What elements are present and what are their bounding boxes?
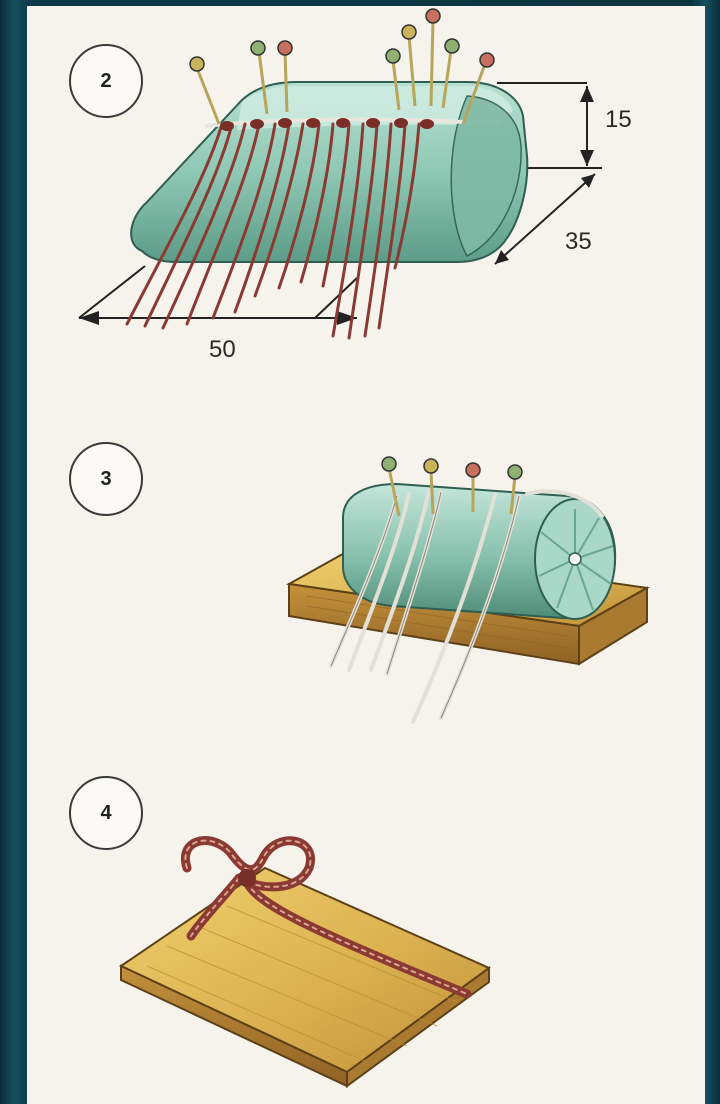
illustration-sheet: 2 3 4 15 35 50 [27, 6, 705, 1104]
step-number-badge: 3 [69, 442, 143, 516]
step-3-illustration [289, 457, 647, 722]
step-4-illustration [121, 841, 489, 1086]
step-number-badge: 4 [69, 776, 143, 850]
depth-dimension-label: 35 [565, 228, 592, 256]
step-illustrations [27, 6, 705, 1104]
step-2-illustration [79, 9, 602, 338]
width-dimension-label: 50 [209, 336, 236, 364]
height-dimension-label: 15 [605, 106, 632, 134]
step-number-badge: 2 [69, 44, 143, 118]
